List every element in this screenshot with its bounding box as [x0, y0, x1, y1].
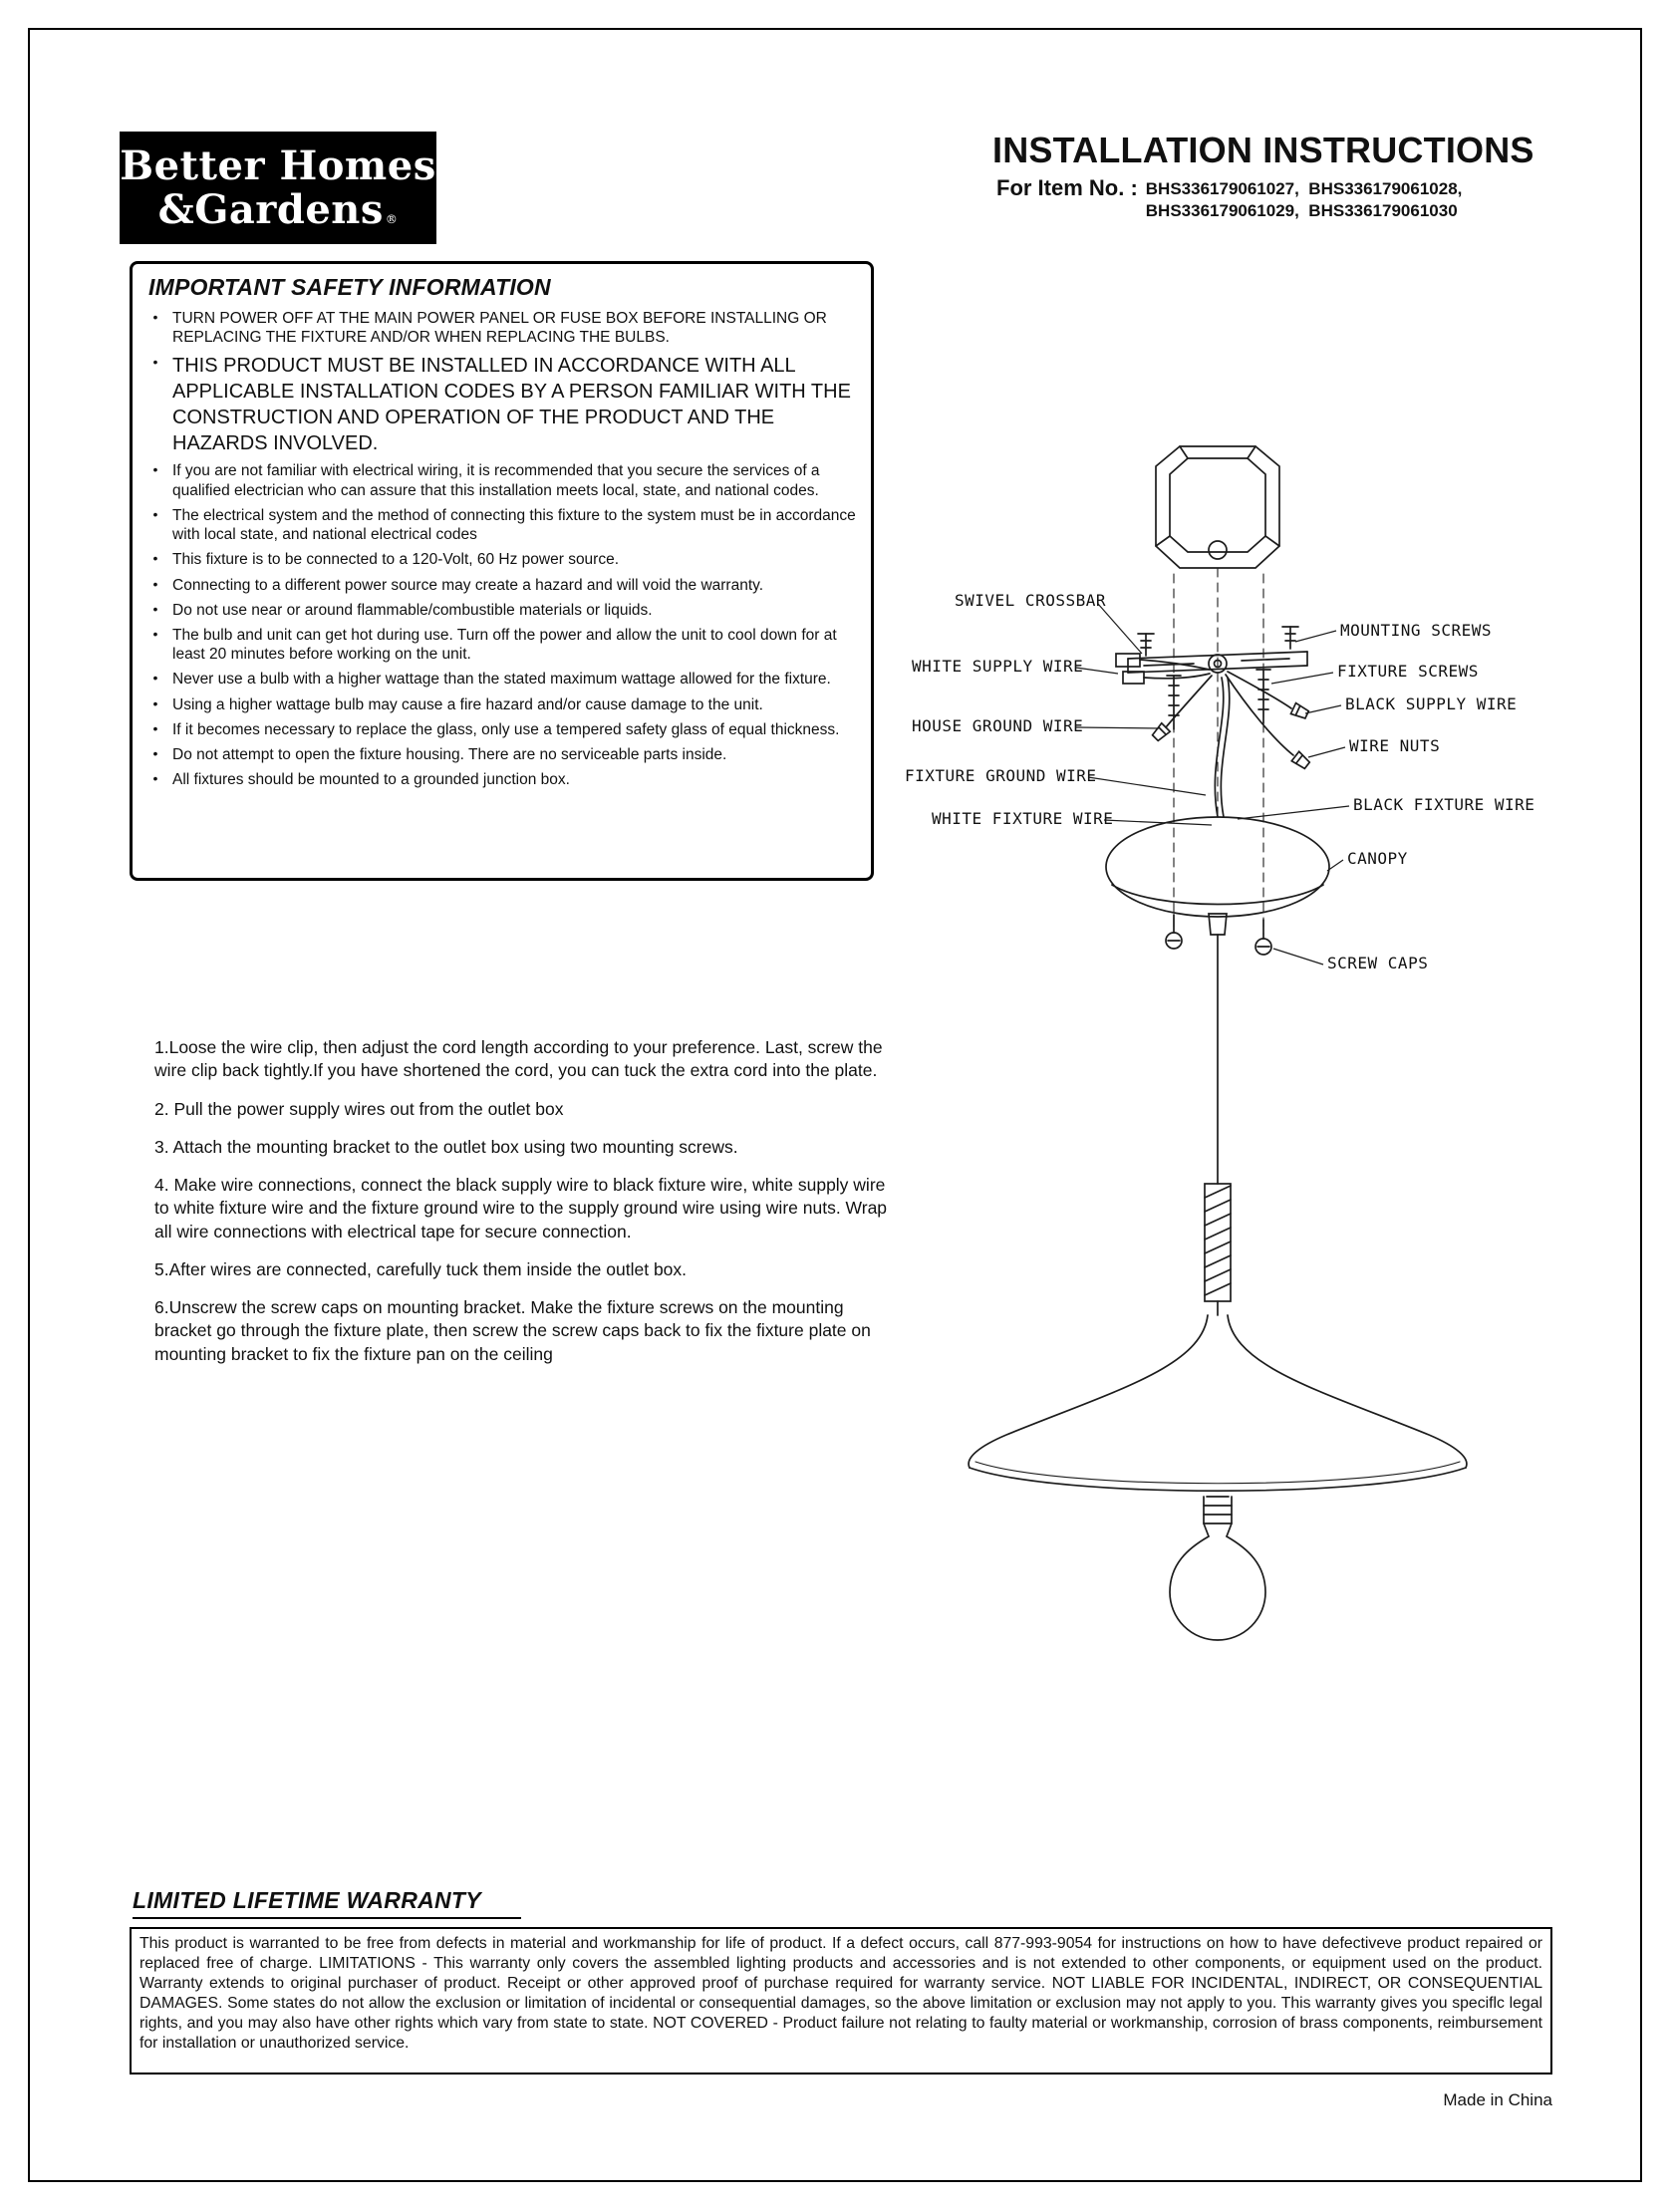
brand-logo-line1: Better Homes — [120, 142, 436, 190]
safety-information-box: IMPORTANT SAFETY INFORMATION •TURN POWER… — [130, 261, 874, 881]
safety-bullet: •Do not use near or around flammable/com… — [150, 601, 857, 620]
bullet-marker: • — [152, 770, 158, 787]
bullet-marker: • — [152, 550, 158, 567]
safety-bullet: •All fixtures should be mounted to a gro… — [150, 770, 857, 789]
bullet-marker: • — [152, 694, 158, 711]
label-fixture-screws: FIXTURE SCREWS — [1337, 662, 1479, 681]
label-wire-nuts: WIRE NUTS — [1349, 736, 1440, 755]
bullet-marker: • — [152, 670, 158, 687]
item-number-row: For Item No. : BHS336179061027, BHS33617… — [996, 175, 1462, 221]
safety-bullet: •The bulb and unit can get hot during us… — [150, 626, 857, 664]
item-numbers: BHS336179061027, BHS336179061028, BHS336… — [1146, 175, 1463, 221]
label-white-supply-wire: WHITE SUPPLY WIRE — [912, 657, 1083, 676]
install-step: 1.Loose the wire clip, then adjust the c… — [154, 1037, 883, 1081]
safety-bullet: •Do not attempt to open the fixture hous… — [150, 745, 857, 764]
bullet-marker: • — [152, 461, 158, 478]
safety-bullet: •If you are not familiar with electrical… — [150, 461, 857, 499]
safety-bullet: •TURN POWER OFF AT THE MAIN POWER PANEL … — [150, 309, 857, 347]
safety-bullet: •Never use a bulb with a higher wattage … — [150, 670, 857, 689]
wire-nut — [1290, 749, 1311, 770]
install-step: 6.Unscrew the screw caps on mounting bra… — [154, 1297, 871, 1364]
canopy-part — [1105, 816, 1330, 936]
safety-title: IMPORTANT SAFETY INFORMATION — [148, 274, 551, 300]
label-mounting-screws: MOUNTING SCREWS — [1340, 621, 1492, 640]
safety-bullet: •Using a higher wattage bulb may cause a… — [150, 695, 857, 714]
bullet-marker: • — [152, 625, 158, 642]
installation-steps: 1.Loose the wire clip, then adjust the c… — [154, 1036, 892, 1381]
safety-list: •TURN POWER OFF AT THE MAIN POWER PANEL … — [146, 309, 859, 790]
mounting-screws-part — [1137, 626, 1299, 657]
safety-bullet: •This fixture is to be connected to a 12… — [150, 550, 857, 569]
safety-bullet: •THIS PRODUCT MUST BE INSTALLED IN ACCOR… — [150, 353, 857, 456]
registered-mark: ® — [385, 211, 399, 226]
outlet-box — [1155, 445, 1280, 569]
warranty-body: This product is warranted to be free fro… — [139, 1935, 1542, 2053]
label-swivel-crossbar: SWIVEL CROSSBAR — [955, 591, 1106, 610]
bullet-marker: • — [152, 745, 158, 762]
label-fixture-ground-wire: FIXTURE GROUND WIRE — [905, 766, 1097, 785]
install-step: 4. Make wire connections, connect the bl… — [154, 1175, 888, 1242]
brand-logo-line2: &Gardens® — [157, 185, 399, 233]
label-house-ground-wire: HOUSE GROUND WIRE — [912, 716, 1083, 735]
label-white-fixture-wire: WHITE FIXTURE WIRE — [932, 809, 1113, 828]
bullet-marker: • — [152, 354, 158, 371]
bullet-marker: • — [152, 575, 158, 592]
cord-grip — [1204, 1183, 1232, 1302]
diagram-labels: SWIVEL CROSSBAR MOUNTING SCREWS WHITE SU… — [905, 591, 1534, 972]
warranty-box: This product is warranted to be free fro… — [130, 1927, 1552, 2074]
made-in-label: Made in China — [1443, 2090, 1552, 2109]
bullet-marker: • — [152, 309, 158, 325]
bullet-marker: • — [152, 600, 158, 617]
leader-lines — [1075, 603, 1350, 966]
lamp-shade — [968, 1314, 1468, 1493]
wire-nut — [1151, 721, 1172, 742]
fixture-diagram: SWIVEL CROSSBAR MOUNTING SCREWS WHITE SU… — [905, 445, 1534, 1641]
swivel-crossbar-part — [1127, 651, 1308, 674]
bullet-marker: • — [152, 505, 158, 522]
screw-caps-part — [1165, 914, 1272, 956]
label-screw-caps: SCREW CAPS — [1327, 954, 1428, 972]
light-bulb — [1169, 1496, 1266, 1641]
item-numbers-line2: BHS336179061029, BHS336179061030 — [1145, 201, 1458, 220]
item-numbers-line1: BHS336179061027, BHS336179061028, — [1145, 179, 1463, 198]
label-black-fixture-wire: BLACK FIXTURE WIRE — [1353, 795, 1534, 814]
brand-logo: Better Homes &Gardens® — [120, 132, 436, 244]
label-black-supply-wire: BLACK SUPPLY WIRE — [1345, 694, 1517, 713]
item-no-label: For Item No. : — [996, 175, 1138, 200]
wire-nut — [1289, 701, 1310, 719]
safety-bullet: •Connecting to a different power source … — [150, 576, 857, 595]
safety-bullet: •The electrical system and the method of… — [150, 506, 857, 544]
doc-title: INSTALLATION INSTRUCTIONS — [992, 130, 1534, 170]
brand-logo-line2-text: &Gardens — [157, 185, 384, 233]
install-step: 5.After wires are connected, carefully t… — [154, 1258, 688, 1279]
alignment-dashed-lines — [1173, 567, 1264, 936]
label-canopy: CANOPY — [1347, 849, 1408, 868]
bullet-marker: • — [152, 719, 158, 736]
safety-bullet: •If it becomes necessary to replace the … — [150, 720, 857, 739]
install-step: 3. Attach the mounting bracket to the ou… — [154, 1136, 738, 1157]
warranty-title: LIMITED LIFETIME WARRANTY — [133, 1887, 521, 1919]
wires-part — [1115, 653, 1311, 818]
install-step: 2. Pull the power supply wires out from … — [154, 1098, 564, 1119]
